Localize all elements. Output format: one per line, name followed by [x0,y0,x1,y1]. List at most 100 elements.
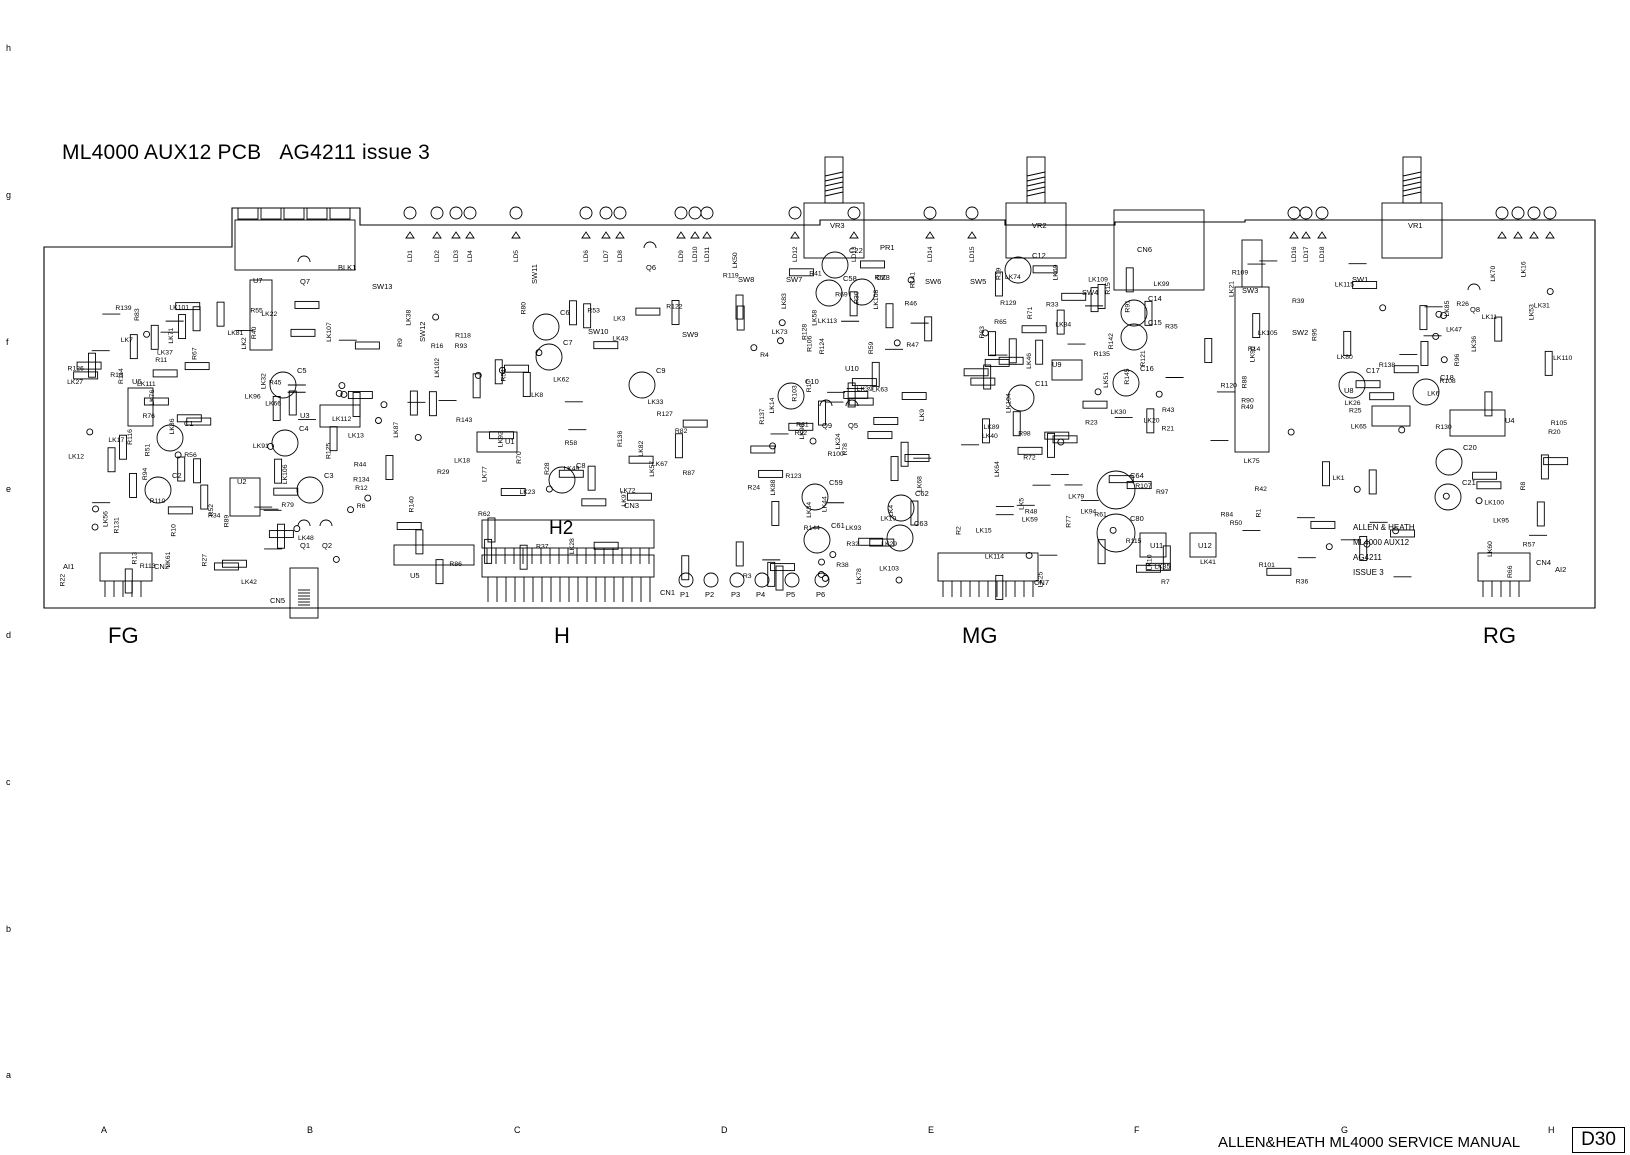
component-label: LK78 [856,568,863,584]
component-label: R39 [1292,298,1305,305]
component-label: R22 [60,574,67,587]
component-label: R1 [1256,509,1263,518]
led-symbol [615,231,625,239]
component-label: R92 [795,430,808,437]
component-label: LK57 [649,461,656,477]
component-label: R45 [269,380,282,387]
component-label: R100 [828,451,844,458]
resistor [593,341,619,350]
component-label: LK69 [1053,264,1060,280]
jack-cn5 [289,567,319,619]
led-bar-segment [260,207,282,220]
component-label: LK81 [227,330,243,337]
ic-label: U10 [845,364,859,373]
capacitor [1112,369,1140,397]
component-label: R103 [792,385,799,401]
capacitor-label: C10 [805,377,819,386]
link-pad [1440,356,1448,364]
component-label: LK62 [553,376,569,383]
component-label: LK106 [282,464,289,484]
capacitor-label: C63 [914,519,928,528]
component-label: LK73 [772,329,788,336]
resistor [904,454,930,462]
resistor [500,488,526,496]
resistor [736,305,745,331]
switch-label: SW13 [372,282,392,291]
component-label: LK36 [1471,336,1478,352]
component-label: R27 [202,554,209,567]
component-label: R46 [905,301,918,308]
component-label: R125 [325,443,332,459]
resistor [385,455,394,480]
test-point-label: P2 [705,590,714,599]
resistor [193,458,201,484]
link-pad [829,551,837,558]
component-label: LK2 [241,337,248,349]
capacitor [1096,513,1136,553]
resistor [681,555,690,581]
component-label: R20 [1548,429,1561,436]
component-label: LK7 [121,337,133,344]
link-pad [375,417,382,424]
component-label: LK68 [916,476,923,492]
led-symbol [849,231,859,239]
section-label-h: H [554,623,570,648]
led-symbol [511,231,521,239]
component-label: R84 [1221,511,1234,518]
pot-thread [824,186,844,192]
resistor [277,523,285,549]
resistor [1536,501,1545,527]
pot-thread [1402,181,1422,187]
capacitor-label: C17 [1366,366,1380,375]
resistor [735,541,744,567]
transistor-outline [1467,283,1481,291]
component-label: R19 [996,267,1003,280]
component-label: R70 [516,451,523,464]
component-label: R108 [1439,378,1455,385]
component-label: R17 [806,380,813,393]
component-label: LK46 [1026,353,1033,369]
capacitor [1096,470,1136,510]
capacitor-label: C62 [915,489,929,498]
component-label: R8 [1520,481,1527,490]
grid-row-label: d [6,630,12,640]
component-label: LK72 [620,487,636,494]
component-label: R34 [208,513,221,520]
led-symbol [925,231,935,239]
link-pad [340,391,348,398]
led-outline [613,206,627,220]
resistor [1108,475,1134,484]
switch-label: SW3 [1242,286,1258,295]
capacitor-label: C3 [324,471,334,480]
resistor [1056,309,1065,335]
capacitor-label: C12 [1032,251,1046,260]
component-label: LK48 [298,535,314,542]
link-pad [809,437,817,445]
led-outline [965,206,979,220]
component-label: R57 [1523,541,1536,548]
component-label: R71 [1027,306,1034,319]
capacitor [886,524,914,552]
connector-label: CN1 [660,588,675,597]
component-label: LK21 [1228,281,1235,297]
component-label: R78 [842,443,849,456]
component-label: LK35 [1154,564,1170,571]
capacitor [1120,323,1148,351]
resistor [1420,340,1429,366]
component-label: R10 [171,524,178,537]
pot-label: VR2 [1032,221,1047,230]
ic-label: U5 [410,571,420,580]
resistor [167,506,193,515]
component-label: R116 [127,429,134,445]
test-point [754,572,770,588]
component-label: LK27 [67,379,83,386]
led-label: LD9 [678,250,685,262]
component-label: LK39 [857,386,873,393]
led-outline [688,206,702,220]
ic-label: U9 [1052,360,1062,369]
switch-label: SW12 [418,322,427,342]
capacitor-label: C2 [172,471,182,480]
capacitor-label: C8 [576,461,586,470]
link-pad [1155,390,1163,398]
capacitor [1004,256,1032,284]
